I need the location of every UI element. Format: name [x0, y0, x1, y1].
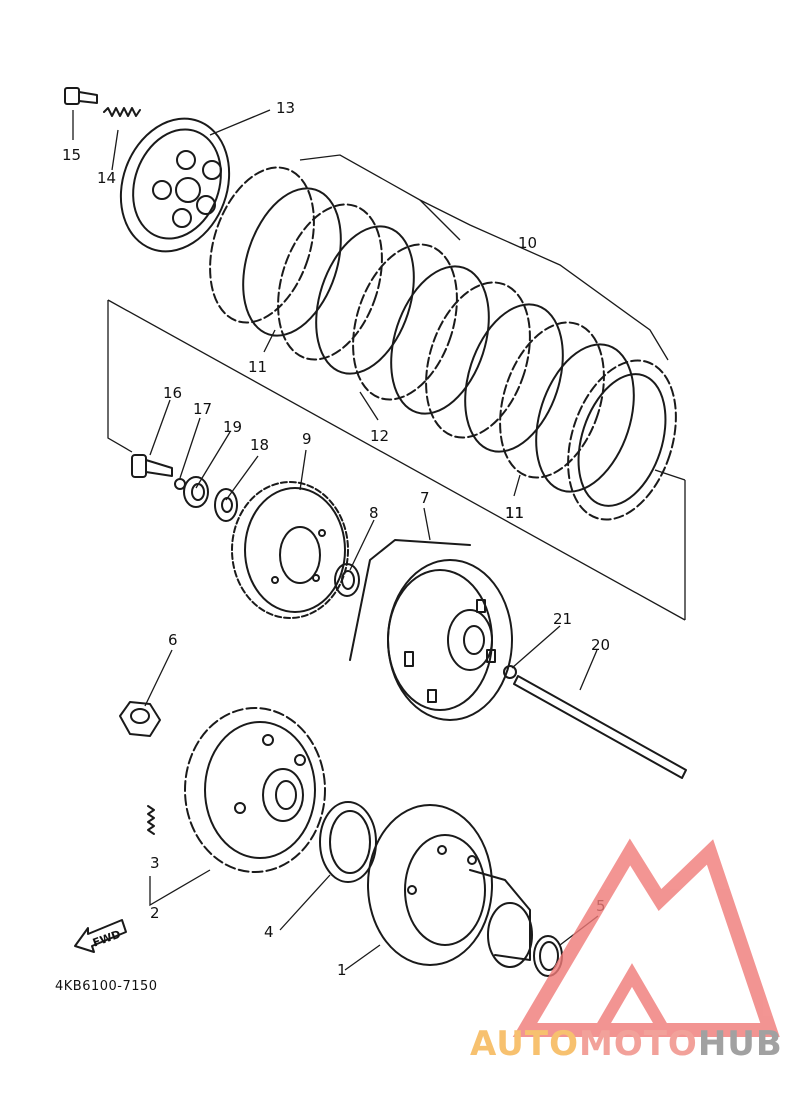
ring-part-4 [319, 801, 377, 883]
push-rod-part-20 [513, 675, 687, 779]
primary-drive-part-2 [184, 707, 326, 873]
ball-part-21 [503, 665, 517, 679]
callout: 19 [223, 418, 242, 436]
part-code: 4KB6100-7150 [55, 979, 158, 994]
callout: 18 [250, 436, 269, 454]
callout: 12 [370, 427, 389, 445]
fwd-arrow-icon: FWD [74, 919, 127, 953]
gear-part-1 [367, 804, 533, 968]
callout: 16 [163, 384, 182, 402]
callout-labels: 1 2 3 4 5 6 7 8 9 10 11 11 11 12 13 14 1… [62, 99, 610, 979]
callout: 11 [505, 504, 524, 522]
watermark-logo: AUTOMOTOHUB [470, 838, 783, 1064]
clutch-plate-stack [209, 166, 677, 521]
callout: 13 [276, 99, 295, 117]
callout: 1 [337, 961, 347, 979]
callout: 17 [193, 400, 212, 418]
callout: 14 [97, 169, 116, 187]
callout: 15 [62, 146, 81, 164]
callout: 8 [369, 504, 379, 522]
callout: 21 [553, 610, 572, 628]
callout: 3 [150, 854, 160, 872]
nut-part-6 [119, 701, 161, 737]
clutch-boss-part-9 [231, 481, 349, 619]
callout: 20 [591, 636, 610, 654]
brand-text: AUTOMOTOHUB [470, 1024, 783, 1064]
callout: 2 [150, 904, 160, 922]
pressure-plate-part-13 [119, 117, 231, 253]
washer-part-8 [334, 563, 360, 597]
callout: 11 [505, 504, 524, 522]
callout: 7 [420, 489, 430, 507]
callout: 11 [248, 358, 267, 376]
clutch-housing-part-7 [349, 539, 513, 721]
lock-washer-part-18 [214, 488, 238, 522]
washer-part-19 [183, 476, 209, 508]
callout: 6 [168, 631, 178, 649]
callout: 4 [264, 923, 274, 941]
logo-triangle-icon [512, 838, 780, 1037]
spring-part-3 [147, 805, 155, 835]
spring-part-14 [103, 107, 141, 117]
push-rod-part-16 [131, 454, 173, 478]
bolt-part-15 [64, 87, 98, 105]
callout: 10 [518, 234, 537, 252]
callout: 9 [302, 430, 312, 448]
